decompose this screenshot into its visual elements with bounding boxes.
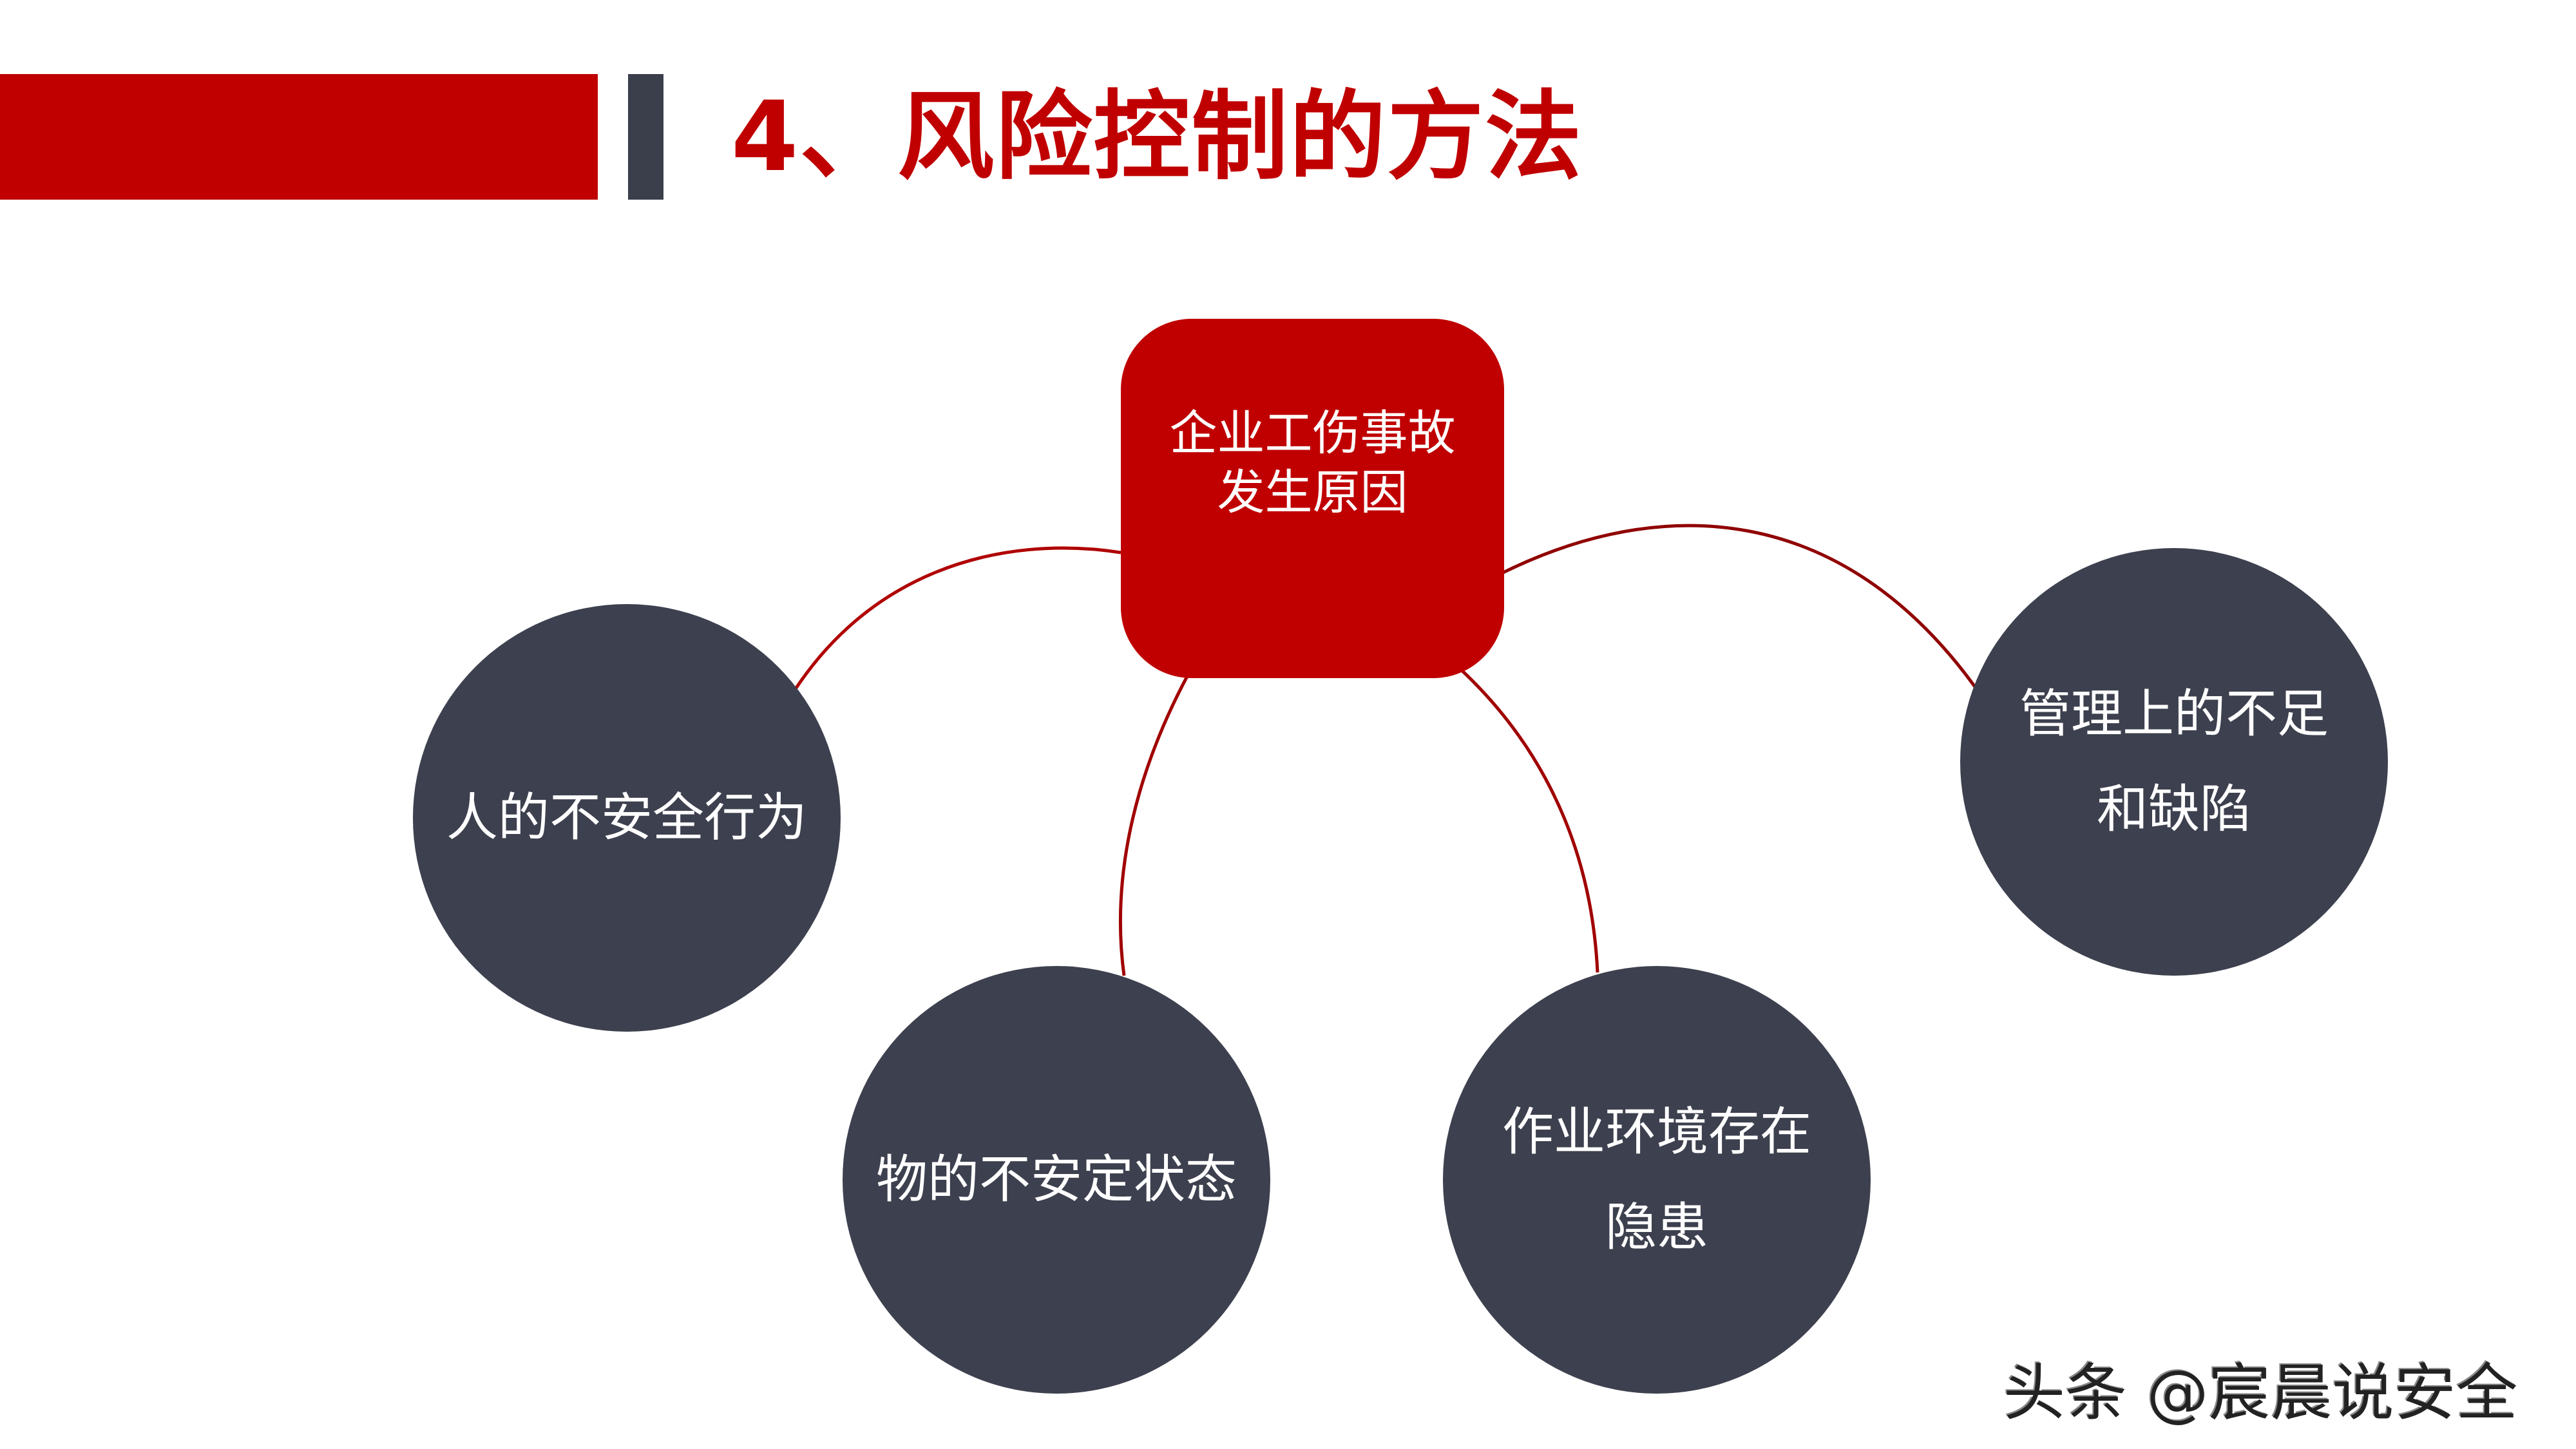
cause-label-line2: 隐患: [1605, 1197, 1708, 1257]
cause-node-object: 物的不安定状态: [843, 966, 1270, 1394]
header-divider-bar: [628, 74, 663, 200]
central-cause-node: 企业工伤事故 发生原因: [1121, 319, 1504, 678]
watermark: 头条 @宸晨说安全: [2003, 1357, 2518, 1429]
cause-node-environment: 作业环境存在 隐患: [1443, 966, 1871, 1394]
cause-label-line1: 管理上的不足: [2019, 684, 2329, 744]
cause-label: 人的不安全行为: [446, 788, 807, 848]
page-title: 4、风险控制的方法: [731, 81, 1583, 193]
cause-label-line2: 和缺陷: [2097, 779, 2251, 839]
connector-to-human: [773, 546, 1121, 725]
cause-node-human: 人的不安全行为: [413, 604, 841, 1032]
central-node-line1: 企业工伤事故: [1169, 406, 1456, 461]
cause-node-management: 管理上的不足 和缺陷: [1960, 548, 2388, 976]
central-node-line2: 发生原因: [1217, 465, 1408, 520]
header-red-bar: [0, 74, 598, 200]
cause-label: 物的不安定状态: [876, 1150, 1237, 1209]
connector-to-management: [1474, 524, 2002, 726]
cause-label-line1: 作业环境存在: [1502, 1102, 1811, 1162]
